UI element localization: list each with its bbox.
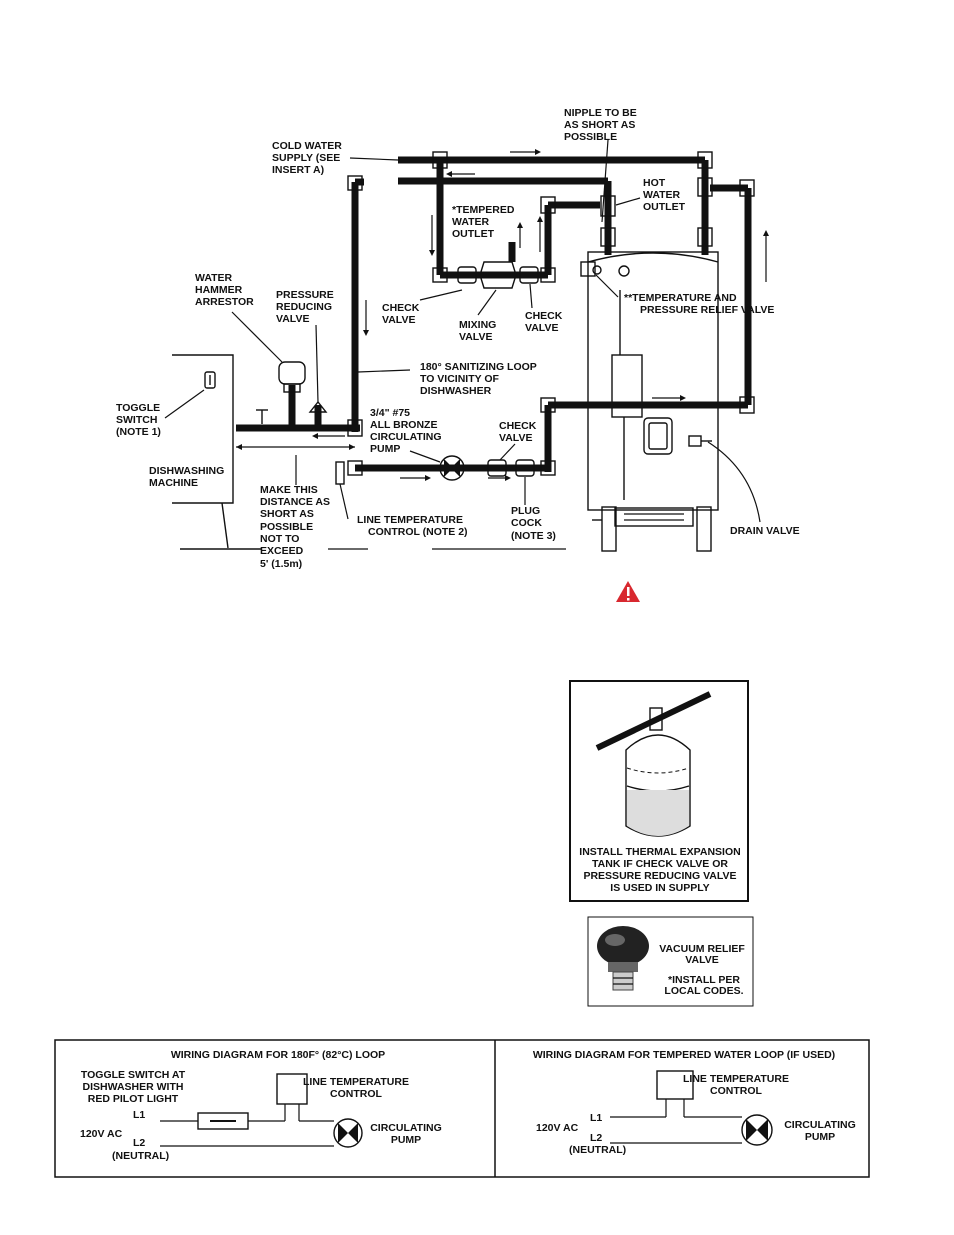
line-temperature-control-box-right bbox=[656, 1070, 694, 1100]
circulating-pump-symbol-right bbox=[741, 1114, 773, 1146]
left-l2-label: L2 bbox=[133, 1137, 145, 1149]
line-temperature-control-box bbox=[276, 1073, 308, 1105]
right-voltage-label: 120V AC bbox=[536, 1122, 579, 1134]
drain-valve-label: DRAIN VALVE bbox=[730, 525, 800, 537]
wiring-left: WIRING DIAGRAM FOR 180F° (82°C) LOOP TOG… bbox=[80, 1049, 442, 1162]
left-l1-label: L1 bbox=[133, 1109, 145, 1121]
left-voltage-label: 120V AC bbox=[80, 1128, 123, 1140]
wiring-diagrams: WIRING DIAGRAM FOR 180F° (82°C) LOOP TOG… bbox=[54, 1039, 870, 1178]
wiring-right: WIRING DIAGRAM FOR TEMPERED WATER LOOP (… bbox=[533, 1049, 856, 1156]
water-heater bbox=[580, 251, 719, 552]
right-l2-label: L2 bbox=[590, 1132, 602, 1144]
right-neutral-label: (NEUTRAL) bbox=[569, 1144, 626, 1156]
wiring-right-title: WIRING DIAGRAM FOR TEMPERED WATER LOOP (… bbox=[533, 1049, 835, 1061]
fittings bbox=[256, 151, 755, 485]
pipe-network bbox=[236, 156, 752, 472]
dishwashing-machine bbox=[172, 354, 262, 550]
left-neutral-label: (NEUTRAL) bbox=[112, 1150, 169, 1162]
leader-lines bbox=[164, 139, 761, 550]
right-l1-label: L1 bbox=[590, 1112, 602, 1124]
flow-arrows bbox=[236, 149, 769, 481]
warning-triangle-icon bbox=[616, 581, 640, 602]
circulating-pump-symbol bbox=[333, 1118, 363, 1148]
wiring-left-title: WIRING DIAGRAM FOR 180F° (82°C) LOOP bbox=[171, 1049, 385, 1061]
